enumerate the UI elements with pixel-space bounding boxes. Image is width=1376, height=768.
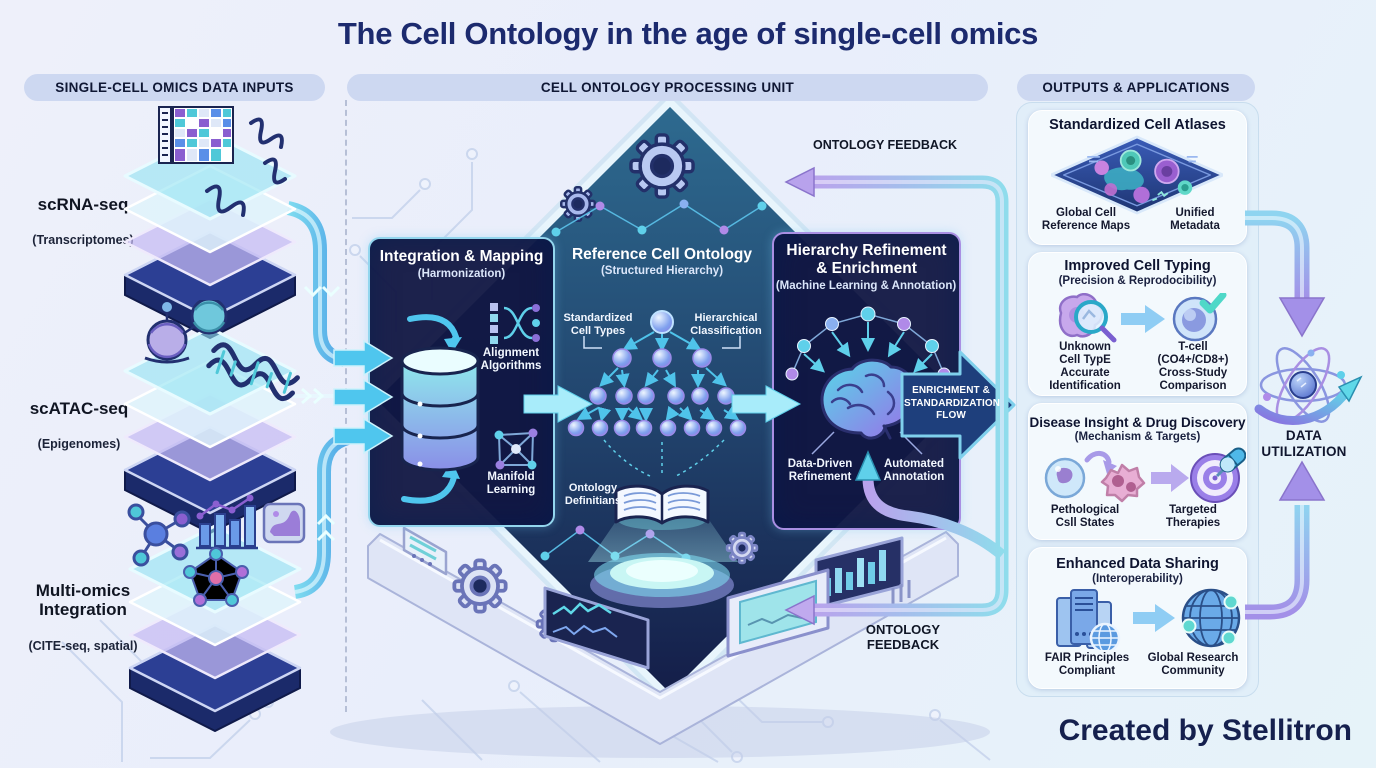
card-standardized-cell-atlases: Standardized Cell Atlases Global Cell Re… [1028,110,1247,245]
alignment-icon [490,303,540,344]
molecule-icon [127,503,191,567]
refinement-network [785,306,951,455]
header-processing: CELL ONTOLOGY PROCESSING UNIT [347,74,988,101]
card-improved-cell-typing: Improved Cell Typing (Precision & Reprod… [1028,252,1247,396]
manifold-icon [494,428,538,470]
rna-strand-icon [205,117,287,217]
tcell-check-icon [1172,293,1227,342]
flow-arrow-label: ENRICHMENT & STANDARDIZATION FLOW [904,385,1001,421]
healthy-cell-icon [1044,457,1086,499]
transform-arrow-icon [1084,451,1112,465]
magnifier-icon [1074,300,1117,343]
globe-icon [1181,588,1241,648]
brain-icon [820,358,916,440]
network-icon [183,547,249,607]
pathological-cell-icon [1100,463,1146,503]
tissue-image-icon [262,502,306,544]
card-enhanced-data-sharing: Enhanced Data Sharing (Interoperability) [1028,547,1247,689]
glow-disc [590,553,734,608]
pill-icon [1219,447,1246,473]
multiomics-stack-icon [127,494,306,732]
header-inputs: SINGLE-CELL OMICS DATA INPUTS [24,74,325,101]
feedback-label-top: ONTOLOGY FEEDBACK [813,138,957,152]
input-label-multiomics: Multi-omics Integration (CITE-seq, spati… [28,580,138,653]
dna-helix-icon [206,342,300,402]
target-therapy-icon [1190,447,1246,503]
data-utilization-label: DATA UTILIZATION [1261,428,1347,459]
nucleosome-icon [144,300,228,364]
cell-typing-icons [1058,293,1227,343]
database-icon [400,314,480,504]
credit-text: Created by Stellitron [1058,714,1352,747]
arrow-icon [1151,464,1189,492]
line-chart-screen [543,586,650,670]
input-label-scrna: scRNA-seq (Transcriptomes) [32,194,134,247]
arrow-icon [1121,305,1165,333]
server-icon [1056,589,1121,650]
header-outputs: OUTPUTS & APPLICATIONS [1017,74,1255,101]
open-book-icon [614,484,710,530]
feedback-label-bottom: ONTOLOGY FEEDBACK [865,622,941,653]
scatac-stack-icon [123,300,300,535]
page-title: The Cell Ontology in the age of single-c… [337,16,1039,51]
disease-icons [1044,447,1246,503]
panel-integration-mapping: Integration & Mapping (Harmonization) Al… [368,237,555,527]
data-sharing-icons [1056,588,1241,650]
ontology-tree [567,310,747,530]
heatmap-icon [158,106,234,164]
platform-tray [402,526,448,576]
panel-reference-ontology: Reference Cell Ontology (Structured Hier… [554,240,770,530]
arrow-icon [1133,604,1175,632]
card-disease-insight: Disease Insight & Drug Discovery (Mechan… [1028,403,1247,540]
input-label-scatac: scATAC-seq (Epigenomes) [29,398,129,451]
scrna-stack-icon [123,106,297,340]
mini-bar-chart-icon [196,494,258,550]
cell-atlas-icon [1051,135,1223,215]
panel-hierarchy-refinement: Hierarchy Refinement & Enrichment (Machi… [772,232,961,530]
section-divider [345,100,347,712]
